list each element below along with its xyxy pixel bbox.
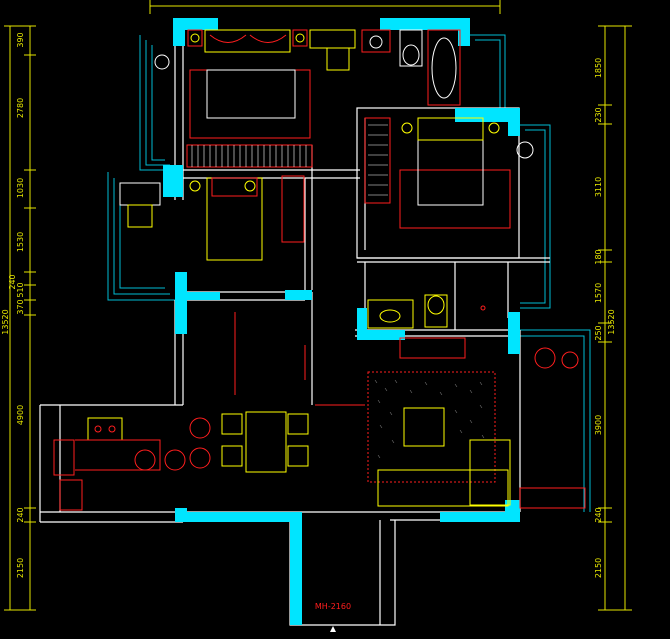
right-dimension-line [598, 25, 632, 611]
entrance-door-label: MH-2160 [315, 602, 351, 611]
right-dim-1: 1850 [594, 58, 603, 78]
left-dim-6: 510 [16, 282, 25, 297]
corridor [234, 312, 365, 406]
kitchen [53, 417, 186, 511]
dining-table [189, 411, 309, 473]
living-room [367, 337, 586, 509]
right-dim-total: 13520 [607, 309, 616, 334]
left-dim-2: 2780 [16, 98, 25, 118]
right-dim-8: 240 [594, 507, 603, 522]
left-dim-7: 370 [16, 299, 25, 314]
left-dim-10: 2150 [16, 558, 25, 578]
master-bed [154, 29, 356, 139]
windows [107, 34, 591, 512]
carpet-texture [374, 379, 485, 459]
right-dim-5: 1570 [594, 283, 603, 303]
master-bathroom [361, 29, 461, 106]
top-dimension-line [149, 0, 501, 14]
entrance-arrow [330, 626, 336, 632]
right-dim-9: 2150 [594, 558, 603, 578]
left-dimension-line [4, 25, 36, 611]
left-dim-5: 240 [8, 274, 17, 289]
left-dim-1: 390 [16, 32, 25, 47]
left-dim-total: 13520 [1, 309, 10, 334]
left-dim-4: 1530 [16, 232, 25, 252]
second-bedroom [364, 117, 534, 229]
third-bedroom [119, 175, 305, 261]
common-bathroom [367, 294, 486, 329]
left-dim-9: 240 [16, 507, 25, 522]
walls [39, 30, 550, 626]
right-dim-7: 3900 [594, 415, 603, 435]
left-dim-8: 4900 [16, 405, 25, 425]
right-dim-2: 230 [594, 107, 603, 122]
master-wardrobe [186, 144, 313, 168]
left-dim-3: 1030 [16, 178, 25, 198]
right-dim-6: 250 [594, 325, 603, 340]
right-dim-4: 180 [594, 249, 603, 264]
columns [163, 18, 520, 625]
right-dim-3: 3110 [594, 177, 603, 197]
